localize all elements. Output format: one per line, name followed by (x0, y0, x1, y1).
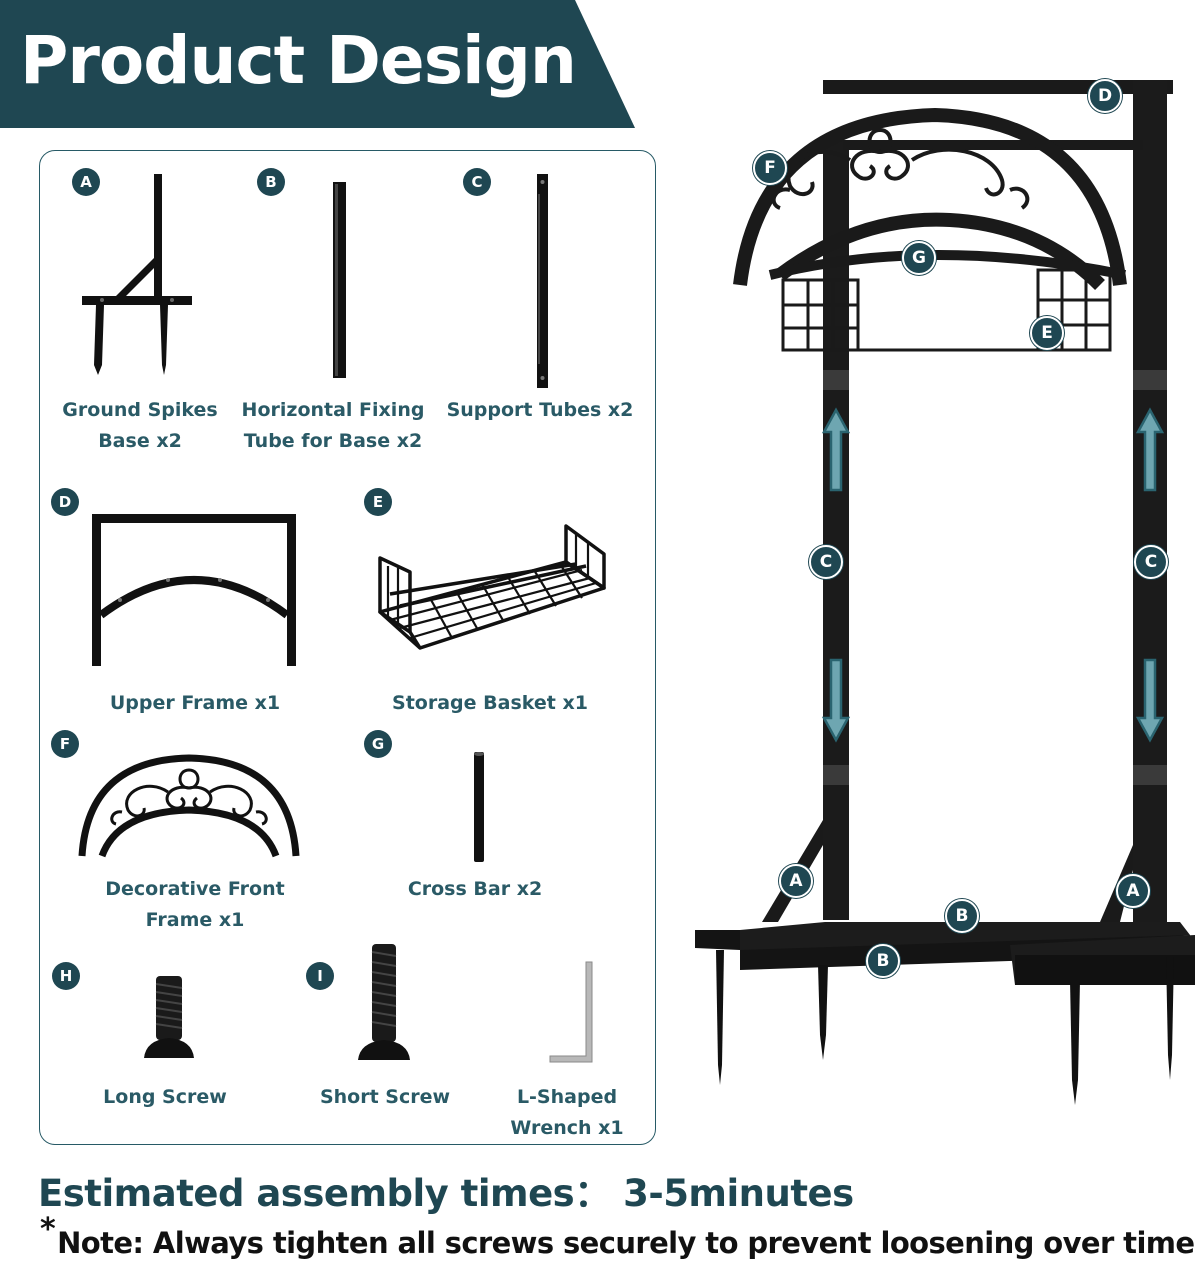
callout-d: D (1088, 79, 1122, 113)
upper-frame-icon (92, 514, 296, 666)
horizontal-tube-icon (333, 182, 346, 378)
short-screw-icon (358, 944, 410, 1060)
part-c-badge: C (463, 168, 491, 196)
callout-a-left: A (779, 864, 813, 898)
note-body: Note: Always tighten all screws securely… (57, 1226, 1195, 1260)
part-e-label: Storage Basket x1 (392, 692, 588, 714)
storage-basket-icon (378, 524, 606, 650)
callout-c-left: C (809, 545, 843, 579)
part-i-badge: I (306, 962, 334, 990)
support-tube-icon (537, 174, 548, 388)
parts-panel (39, 150, 656, 1145)
callout-b-back: B (945, 899, 979, 933)
callout-b-front: B (866, 944, 900, 978)
assembled-stand-illustration (695, 80, 1195, 1105)
part-h-label: Long Screw (103, 1086, 227, 1108)
l-wrench-icon (549, 961, 593, 1063)
callout-a-right: A (1116, 874, 1150, 908)
part-e-badge: E (364, 488, 392, 516)
part-c-label: Support Tubes x2 (446, 399, 634, 421)
part-f-badge: F (51, 730, 79, 758)
part-g-badge: G (364, 730, 392, 758)
part-g-label: Cross Bar x2 (407, 878, 543, 900)
callout-f: F (753, 151, 787, 185)
callout-c-right: C (1134, 545, 1168, 579)
part-a-label: Ground Spikes Base x2 (62, 399, 218, 452)
part-h-badge: H (52, 962, 80, 990)
callout-g: G (902, 241, 936, 275)
part-d-label: Upper Frame x1 (109, 692, 281, 714)
decorative-frame-icon (78, 754, 300, 858)
part-b-label: Horizontal Fixing Tube for Base x2 (241, 399, 425, 452)
part-i-label: Short Screw (319, 1086, 451, 1108)
ground-spike-base-icon (82, 174, 192, 375)
page-title: Product Design (20, 22, 577, 99)
cross-bar-icon (474, 752, 484, 862)
part-a-badge: A (72, 168, 100, 196)
note-text: *Note: Always tighten all screws securel… (40, 1212, 1195, 1260)
banner-shape (0, 0, 635, 128)
header-banner: Product Design (0, 0, 640, 128)
assembly-time-text: Estimated assembly times： 3-5minutes (38, 1172, 854, 1215)
part-wrench-label: L-Shaped Wrench x1 (510, 1086, 624, 1139)
note-star: * (40, 1212, 56, 1247)
callout-e: E (1030, 316, 1064, 350)
part-d-badge: D (51, 488, 79, 516)
part-b-badge: B (257, 168, 285, 196)
long-screw-icon (144, 976, 194, 1058)
part-f-label: Decorative Front Frame x1 (105, 878, 285, 931)
